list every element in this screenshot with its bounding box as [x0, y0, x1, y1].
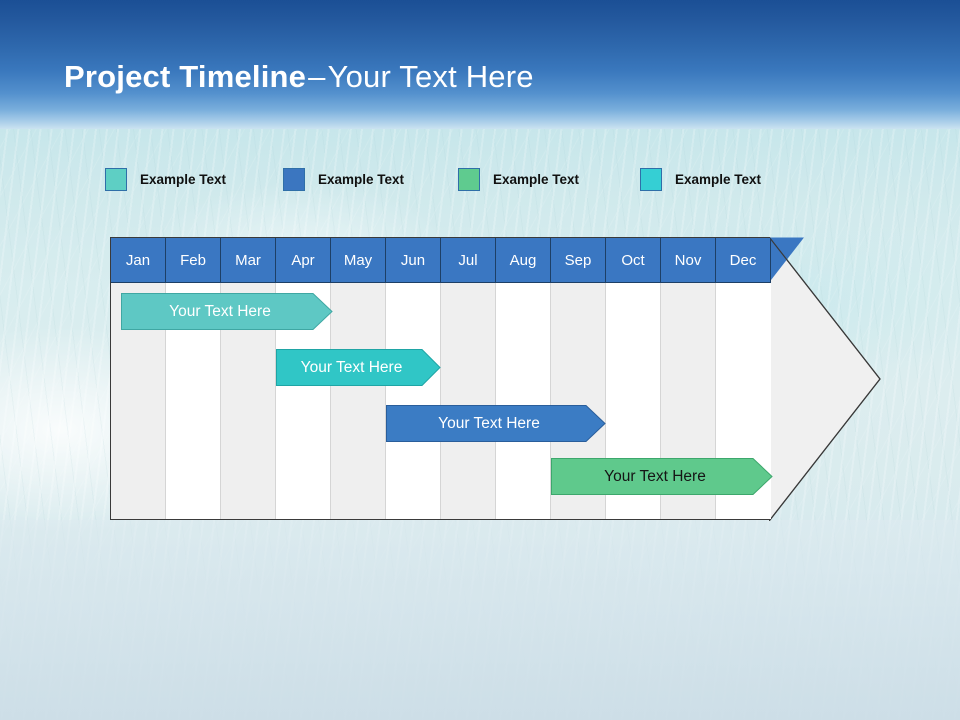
- column-separator: [660, 261, 661, 519]
- task-bar-3[interactable]: Your Text Here: [386, 405, 606, 442]
- month-header-feb[interactable]: Feb: [166, 238, 221, 283]
- legend-swatch-icon-4: [640, 167, 662, 191]
- legend-label-3: Example Text: [493, 171, 580, 187]
- column-separator: [165, 261, 166, 519]
- task-bar-1[interactable]: Your Text Here: [121, 293, 333, 330]
- month-header-dec[interactable]: Dec: [716, 238, 771, 283]
- legend-label-2: Example Text: [318, 171, 405, 187]
- column-separator: [385, 261, 386, 519]
- legend-swatch-icon-2: [283, 167, 305, 191]
- background-lower-wash: [0, 520, 960, 720]
- month-header-apr[interactable]: Apr: [276, 238, 331, 283]
- legend-item-3[interactable]: Example Text: [458, 166, 579, 192]
- column-separator: [550, 261, 551, 519]
- timeline-header-row: Jan Feb Mar Apr May Jun Jul Aug Sep Oct …: [111, 238, 771, 283]
- title-dash: –: [308, 59, 326, 94]
- legend-item-4[interactable]: Example Text: [640, 166, 761, 192]
- month-header-jun[interactable]: Jun: [386, 238, 441, 283]
- month-header-may[interactable]: May: [331, 238, 386, 283]
- legend-label-4: Example Text: [675, 171, 762, 187]
- month-header-jan[interactable]: Jan: [111, 238, 166, 283]
- column-separator: [715, 261, 716, 519]
- column-separator: [275, 261, 276, 519]
- column-separator: [440, 261, 441, 519]
- column-separator: [495, 261, 496, 519]
- legend: Example Text Example Text Example Text E…: [105, 166, 905, 196]
- month-header-nov[interactable]: Nov: [661, 238, 716, 283]
- column-separator: [330, 261, 331, 519]
- timeline-chevron-head-icon: [769, 237, 881, 521]
- column-separator: [220, 261, 221, 519]
- month-header-mar[interactable]: Mar: [221, 238, 276, 283]
- legend-label-1: Example Text: [140, 171, 227, 187]
- timeline-column-jul: [441, 238, 496, 519]
- task-bar-2[interactable]: Your Text Here: [276, 349, 441, 386]
- month-header-aug[interactable]: Aug: [496, 238, 551, 283]
- legend-item-2[interactable]: Example Text: [283, 166, 404, 192]
- timeline-column-aug: [496, 238, 551, 519]
- page-title: Project Timeline–Your Text Here: [64, 57, 534, 97]
- timeline-column-feb: [166, 238, 221, 519]
- timeline-column-jan: [111, 238, 166, 519]
- timeline-grid: Jan Feb Mar Apr May Jun Jul Aug Sep Oct …: [110, 237, 773, 520]
- legend-item-1[interactable]: Example Text: [105, 166, 226, 192]
- month-header-sep[interactable]: Sep: [551, 238, 606, 283]
- column-separator: [605, 261, 606, 519]
- legend-swatch-icon-1: [105, 167, 127, 191]
- timeline-column-mar: [221, 238, 276, 519]
- title-strong: Project Timeline: [64, 59, 307, 94]
- month-header-oct[interactable]: Oct: [606, 238, 661, 283]
- header-underline: [111, 282, 771, 283]
- month-header-jul[interactable]: Jul: [441, 238, 496, 283]
- title-banner: Project Timeline–Your Text Here: [0, 0, 960, 129]
- task-bar-4[interactable]: Your Text Here: [551, 458, 773, 495]
- legend-swatch-icon-3: [458, 167, 480, 191]
- title-rest: Your Text Here: [327, 59, 534, 94]
- timeline-chart: Jan Feb Mar Apr May Jun Jul Aug Sep Oct …: [110, 237, 773, 520]
